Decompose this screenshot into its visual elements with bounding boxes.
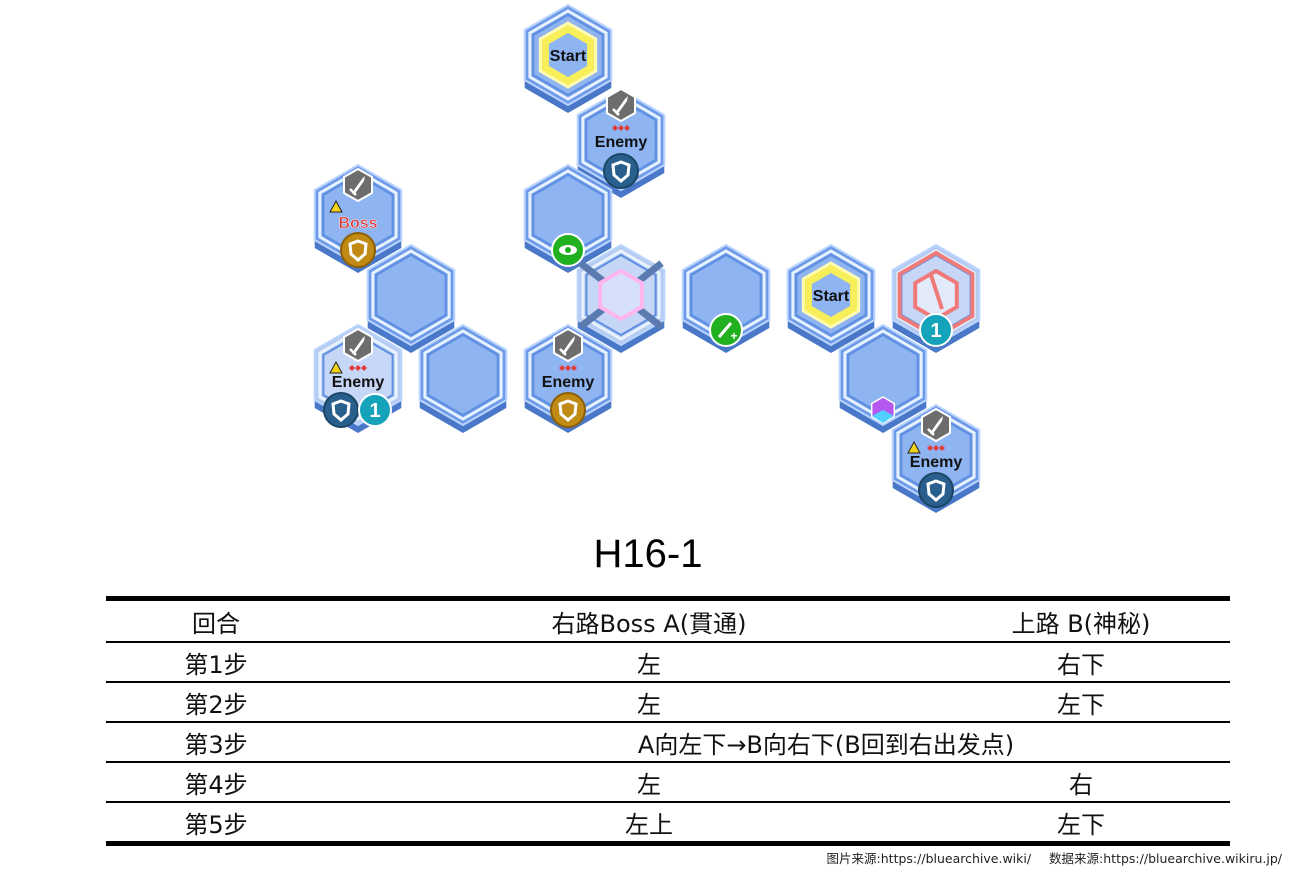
- combined-move-cell: A向左下→B向右下(B回到右出发点): [637, 730, 1015, 759]
- svg-text:+: +: [730, 329, 737, 343]
- enemy-tile-right[interactable]: Enemy: [891, 403, 981, 513]
- route-a-cell: 左: [637, 650, 661, 679]
- turn-count-label: 1: [369, 400, 380, 422]
- empty-tile[interactable]: [418, 323, 508, 433]
- route-a-cell: 左: [637, 770, 661, 799]
- enemy-label: Enemy: [595, 134, 648, 151]
- sword-icon: [342, 327, 374, 363]
- route-b-cell: 右下: [1057, 650, 1105, 679]
- sword-icon: [342, 167, 374, 203]
- start-label: Start: [813, 288, 850, 305]
- table-row: 第4步 左 右: [106, 763, 1230, 803]
- warp-tile[interactable]: [576, 243, 666, 353]
- eye-tile[interactable]: [523, 163, 613, 273]
- turn-count-label: 1: [930, 320, 941, 342]
- turn-cell: 第2步: [184, 690, 248, 719]
- enemy-tile-left[interactable]: Enemy 1: [313, 323, 403, 433]
- source-credits: 图片来源:https://bluearchive.wiki/ 数据来源:http…: [813, 848, 1282, 867]
- start-tile-right[interactable]: Start: [786, 243, 876, 353]
- start-tile-top[interactable]: Start: [523, 3, 613, 113]
- header-route-a: 右路Boss A(貫通): [551, 609, 747, 638]
- enemy-label: Enemy: [542, 374, 595, 391]
- boss-label: Boss: [338, 215, 377, 232]
- route-a-cell: 左上: [625, 810, 673, 839]
- boss-portal-tile[interactable]: 1: [891, 243, 981, 353]
- elite-diamonds-icon: [927, 445, 945, 451]
- heal-tile[interactable]: +: [681, 243, 771, 353]
- heal-sword-icon: +: [709, 313, 743, 347]
- sword-icon: [605, 87, 637, 123]
- turn-cell: 第5步: [184, 810, 248, 839]
- sword-icon: [920, 407, 952, 443]
- turn-cell: 第3步: [184, 730, 248, 759]
- shield-icon: [339, 231, 377, 269]
- table-row: 第3步 A向左下→B向右下(B回到右出发点): [106, 723, 1230, 763]
- stage-title: H16-1: [593, 532, 703, 576]
- red-portal-icon: [913, 268, 959, 322]
- table-header-row: 回合 右路Boss A(貫通) 上路 B(神秘): [106, 596, 1230, 643]
- start-label: Start: [550, 48, 587, 65]
- route-b-cell: 右: [1069, 770, 1093, 799]
- elite-diamonds-icon: [612, 125, 630, 131]
- turn-cell: 第4步: [184, 770, 248, 799]
- enemy-label: Enemy: [332, 374, 385, 391]
- empty-tile[interactable]: [366, 243, 456, 353]
- table-row: 第5步 左上 左下: [106, 803, 1230, 846]
- data-source-credit: 数据来源:https://bluearchive.wikiru.jp/: [1049, 851, 1282, 866]
- table-row: 第1步 左 右下: [106, 643, 1230, 683]
- enemy-tile-middle[interactable]: Enemy: [523, 323, 613, 433]
- route-table: 回合 右路Boss A(貫通) 上路 B(神秘) 第1步 左 右下 第2步 左 …: [106, 596, 1230, 846]
- enemy-label: Enemy: [910, 454, 963, 471]
- route-b-cell: 左下: [1057, 690, 1105, 719]
- elite-diamonds-icon: [559, 365, 577, 371]
- image-source-credit: 图片来源:https://bluearchive.wiki/: [826, 851, 1032, 866]
- crystal-icon: [870, 396, 896, 424]
- warp-arrows-icon: [578, 260, 664, 330]
- table-row: 第2步 左 左下: [106, 683, 1230, 723]
- header-route-b: 上路 B(神秘): [1011, 609, 1151, 638]
- shield-icon: [549, 391, 587, 429]
- shield-icon: [322, 391, 360, 429]
- item-tile[interactable]: [838, 323, 928, 433]
- route-a-cell: 左: [637, 690, 661, 719]
- route-b-cell: 左下: [1057, 810, 1105, 839]
- sword-icon: [552, 327, 584, 363]
- turn-cell: 第1步: [184, 650, 248, 679]
- enemy-tile-top[interactable]: Enemy: [576, 87, 666, 198]
- header-turn: 回合: [192, 609, 240, 638]
- eye-icon: [551, 233, 585, 267]
- shield-icon: [917, 471, 955, 509]
- shield-icon: [602, 152, 640, 190]
- elite-diamonds-icon: [349, 365, 367, 371]
- boss-tile[interactable]: Boss: [313, 163, 403, 273]
